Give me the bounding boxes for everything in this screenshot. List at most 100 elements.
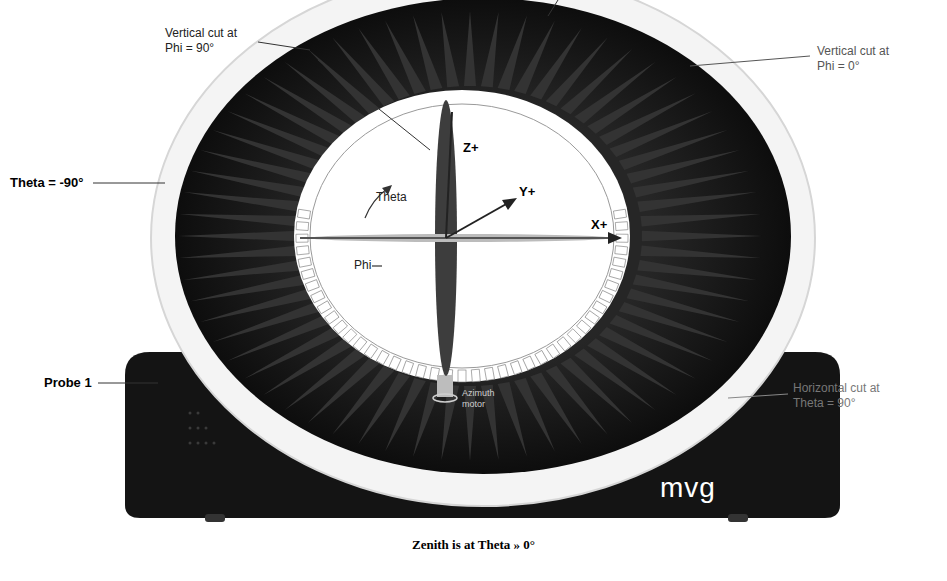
leader-line <box>548 0 558 16</box>
probe-element <box>605 280 619 292</box>
leader-line <box>98 383 158 384</box>
cut-label: Vertical cut at Phi = 90° <box>165 26 257 56</box>
angle-label: Theta = -90° <box>10 175 83 191</box>
absorber-cone <box>191 275 308 302</box>
probe-element <box>364 344 377 358</box>
leader-line <box>318 60 430 150</box>
absorber-cone <box>178 231 298 241</box>
probe-element <box>498 364 509 378</box>
probe-element <box>510 361 522 375</box>
probe-element <box>389 356 401 370</box>
probe-element <box>609 269 623 280</box>
absorber-cone <box>413 15 442 90</box>
absorber-cone <box>637 192 756 212</box>
probe-element <box>613 209 626 219</box>
absorber-cone <box>642 231 762 241</box>
absorber-cone <box>530 28 582 99</box>
z-axis <box>446 112 452 238</box>
absorber-cone <box>637 260 756 280</box>
axis-label: Z+ <box>463 140 479 156</box>
probe-element <box>615 246 628 255</box>
figure-caption: Zenith is at Theta » 0° <box>0 537 947 553</box>
absorber-cone <box>530 373 582 444</box>
absorber-cone <box>464 11 476 86</box>
absorber-cone <box>358 28 410 99</box>
probe-element <box>298 257 311 267</box>
absorber-cone <box>213 130 322 170</box>
y-axis <box>446 203 508 238</box>
probe-element <box>297 209 310 219</box>
absorber-cones <box>178 11 762 461</box>
absorber-cone <box>441 12 459 87</box>
probe-element <box>305 280 319 292</box>
leader-line <box>690 56 810 66</box>
probe-element <box>557 337 571 351</box>
x-axis <box>300 237 612 239</box>
probe-element <box>567 329 581 343</box>
probe-element <box>416 364 427 378</box>
absorber-cone <box>179 246 299 259</box>
probe-element <box>577 320 591 334</box>
brand-logo: mvg <box>660 474 716 502</box>
vent-dots <box>189 412 216 445</box>
probe-element <box>325 311 339 324</box>
probe-array <box>296 209 628 382</box>
axis-label: Y+ <box>519 184 535 200</box>
probe-element <box>402 361 414 375</box>
absorber-cone <box>627 150 740 184</box>
part-label: Azimuth motor <box>462 388 512 411</box>
absorber-cone <box>641 214 761 227</box>
probe-element <box>317 301 331 314</box>
absorber-cone <box>619 302 728 342</box>
leader-line <box>93 183 165 184</box>
absorber-cone <box>184 192 303 212</box>
absorber-cone <box>498 382 527 457</box>
absorber-cone <box>641 246 761 259</box>
absorber-cone <box>481 12 499 87</box>
probe-element <box>535 350 548 364</box>
probe-element <box>485 367 495 380</box>
sphere-outline <box>310 104 614 368</box>
arrow-head <box>608 232 622 244</box>
probe-element <box>592 301 606 314</box>
probe-element <box>471 369 480 382</box>
probe-element <box>376 350 389 364</box>
probe-element <box>353 337 367 351</box>
probe-element <box>585 311 599 324</box>
absorber-cone <box>358 373 410 444</box>
probe-element <box>599 290 613 302</box>
absorber-cone <box>184 260 303 280</box>
angle-label: Phi <box>354 258 371 273</box>
probe-element <box>613 257 626 267</box>
absorber-cone <box>514 378 555 451</box>
probe-element <box>311 290 325 302</box>
probe-element <box>333 320 347 334</box>
probe-element <box>523 356 535 370</box>
part-label: Probe 1 <box>44 375 92 391</box>
absorber-cone <box>179 214 299 227</box>
absorber-cone <box>385 21 426 94</box>
axis-label: X+ <box>591 217 607 233</box>
absorber-cone <box>200 289 313 323</box>
angle-label: Theta <box>376 190 407 205</box>
leader-line <box>258 42 310 50</box>
probe-element <box>343 329 357 343</box>
arch-ring <box>175 0 791 474</box>
foot <box>205 514 225 522</box>
absorber-cone <box>633 171 750 198</box>
rotation-mark <box>433 394 457 402</box>
arrow-head <box>502 198 517 210</box>
leader-line <box>728 394 788 398</box>
probe-element <box>296 246 309 255</box>
phi-mark <box>372 265 382 266</box>
cut-label: Vertical cut at Phi = 0° <box>817 44 907 74</box>
probe-element <box>301 269 315 280</box>
cut-label: Horizontal cut at Theta = 90° <box>793 381 903 411</box>
probe-element <box>458 370 466 382</box>
foot <box>728 514 748 522</box>
probe-element <box>546 344 559 358</box>
outer-ring <box>151 0 815 506</box>
inner-circle <box>294 90 630 382</box>
